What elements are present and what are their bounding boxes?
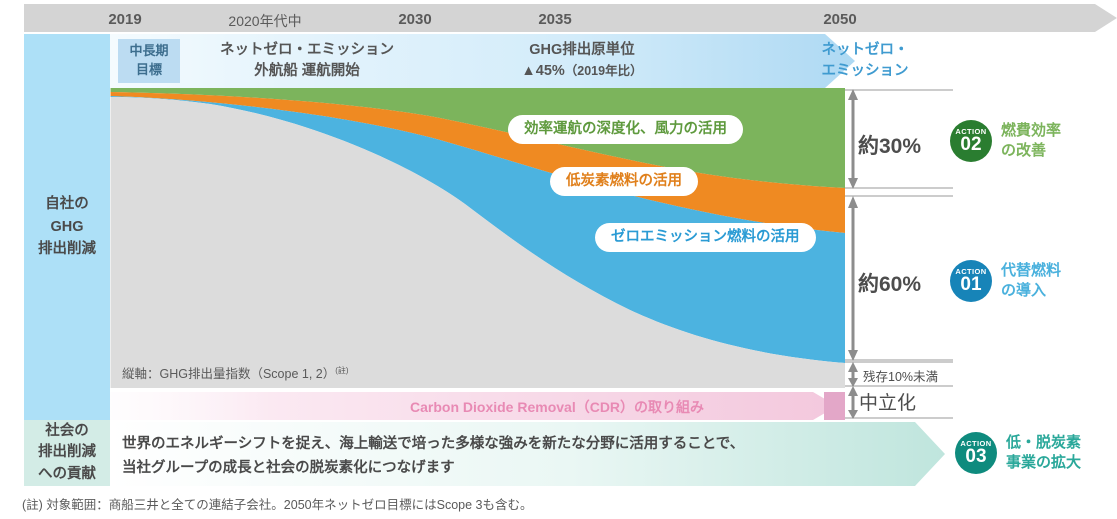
- milestone-2050-line1: ネットゼロ・: [821, 42, 909, 58]
- ghg-reduction-area-chart: 効率運航の深度化、風力の活用 低炭素燃料の活用 ゼロエミッション燃料の活用 縦軸…: [110, 88, 845, 388]
- action-02[interactable]: ACTION 02 燃費効率 の改善: [950, 120, 1061, 162]
- action-02-badge-top: ACTION: [955, 127, 987, 137]
- series-zero-emission-fuel: [110, 96, 845, 363]
- arrow-60: [848, 196, 858, 361]
- sidebar-own-line3: 排出削減: [38, 241, 96, 258]
- timeline-tick-2035: 2035: [538, 11, 572, 28]
- milestone-2020s: ネットゼロ・エミッション 外航船 運航開始: [182, 40, 432, 82]
- action-03-text: 低・脱炭素 事業の拡大: [1006, 433, 1081, 474]
- arrow-neutralization: [848, 386, 858, 419]
- action-02-line1: 燃費効率: [1001, 121, 1062, 139]
- y-axis-note-sup: (註): [335, 365, 349, 375]
- milestone-2035-line1: GHG排出原単位: [529, 42, 635, 58]
- timeline-tick-2050: 2050: [823, 11, 857, 28]
- action-03-badge-top: ACTION: [960, 439, 992, 449]
- milestone-2035: GHG排出原単位 ▲45%（2019年比）: [462, 40, 702, 82]
- action-01-text: 代替燃料 の導入: [1001, 261, 1061, 302]
- residual-note: 残存10%未満: [863, 370, 939, 384]
- action-01-line2: の導入: [1001, 282, 1047, 299]
- y-axis-note: 縦軸：GHG排出量指数（Scope 1, 2）(註): [122, 363, 349, 382]
- action-01[interactable]: ACTION 01 代替燃料 の導入: [950, 260, 1061, 302]
- sidebar-society-contribution: 社会の 排出削減 への貢献: [24, 420, 110, 486]
- society-message-line2: 当社グループの成長と社会の脱炭素化につなげます: [122, 459, 455, 476]
- action-02-text: 燃費効率 の改善: [1001, 121, 1061, 162]
- sidebar-own-ghg-reduction: 自社の GHG 排出削減: [24, 34, 110, 420]
- sidebar-society-line1: 社会の: [45, 423, 89, 440]
- action-01-badge: ACTION 01: [950, 260, 992, 302]
- cdr-band: Carbon Dioxide Removal（CDR）の取り組み: [110, 392, 845, 420]
- action-03-badge-num: 03: [965, 445, 987, 467]
- milestone-2050-line2: エミッション: [821, 63, 909, 80]
- milestone-2035-line2: ▲45%（2019年比）: [462, 61, 702, 82]
- milestone-2035-basis: （2019年比）: [564, 64, 643, 79]
- milestone-2020s-line1: ネットゼロ・エミッション: [220, 42, 394, 58]
- society-message-line1: 世界のエネルギーシフトを捉え、海上輸送で培った多様な強みを新たな分野に活用するこ…: [122, 436, 745, 452]
- action-03-line2: 事業の拡大: [1006, 454, 1082, 471]
- label-zero-emission-fuel: ゼロエミッション燃料の活用: [595, 223, 816, 252]
- milestone-2035-value: ▲45%: [521, 63, 565, 80]
- sidebar-society-line3: への貢献: [38, 465, 96, 482]
- arrow-30: [848, 89, 858, 189]
- arrow-residual: [848, 362, 858, 387]
- y-axis-note-text: 縦軸：GHG排出量指数（Scope 1, 2）: [122, 367, 336, 381]
- series-efficiency-wind: [110, 88, 845, 188]
- milestone-2050: ネットゼロ・ エミッション: [770, 40, 960, 82]
- timeline-bar: 2019 2020年代中 2030 2035 2050: [0, 4, 1117, 32]
- timeline-tick-2030: 2030: [398, 11, 432, 28]
- action-03-line1: 低・脱炭素: [1006, 433, 1082, 451]
- series-low-carbon-fuel: [110, 92, 845, 233]
- action-01-badge-num: 01: [960, 273, 982, 295]
- action-01-badge-top: ACTION: [955, 267, 987, 277]
- sidebar-society-label: 社会の 排出削減 への貢献: [38, 421, 96, 484]
- timeline-tick-2020s: 2020年代中: [228, 13, 302, 29]
- sidebar-own-line1: 自社の: [45, 196, 89, 213]
- neutralization-note: 中立化: [859, 393, 917, 414]
- reduction-pct-green: 約30%: [858, 135, 922, 158]
- chip-line-1: 中長期: [129, 43, 169, 59]
- action-02-badge-num: 02: [960, 133, 982, 155]
- sidebar-own-label: 自社の GHG 排出削減: [38, 193, 96, 260]
- reduction-pct-blue: 約60%: [858, 273, 922, 296]
- action-02-badge: ACTION 02: [950, 120, 992, 162]
- reduction-breakdown-rail: 約30% 約60% 残存10%未満 中立化 ACTION 02 燃費効率 の改善…: [845, 88, 1117, 420]
- cdr-label: Carbon Dioxide Removal（CDR）の取り組み: [410, 399, 705, 415]
- society-message: 世界のエネルギーシフトを捉え、海上輸送で培った多様な強みを新たな分野に活用するこ…: [122, 433, 744, 481]
- milestone-2020s-line2: 外航船 運航開始: [254, 63, 360, 80]
- sidebar-society-line2: 排出削減: [38, 444, 96, 461]
- footnote: (註) 対象範囲：商船三井と全ての連結子会社。2050年ネットゼロ目標にはSco…: [22, 498, 533, 512]
- timeline-tick-2019: 2019: [108, 11, 142, 28]
- action-03-badge: ACTION 03: [955, 432, 997, 474]
- mid-long-term-target-chip: 中長期 目標: [118, 39, 180, 83]
- label-efficiency-wind: 効率運航の深度化、風力の活用: [508, 115, 743, 144]
- sidebar-own-line2: GHG: [50, 218, 84, 235]
- label-low-carbon-fuel: 低炭素燃料の活用: [550, 167, 698, 196]
- society-contribution-band: 世界のエネルギーシフトを捉え、海上輸送で培った多様な強みを新たな分野に活用するこ…: [110, 422, 945, 486]
- action-03[interactable]: ACTION 03 低・脱炭素 事業の拡大: [955, 432, 1081, 474]
- action-02-line2: の改善: [1001, 142, 1047, 159]
- chip-line-2: 目標: [135, 62, 162, 77]
- milestone-band: 中長期 目標 ネットゼロ・エミッション 外航船 運航開始 GHG排出原単位 ▲4…: [110, 34, 1117, 88]
- series-residual-emissions: [110, 97, 845, 388]
- action-01-line1: 代替燃料: [1001, 261, 1062, 279]
